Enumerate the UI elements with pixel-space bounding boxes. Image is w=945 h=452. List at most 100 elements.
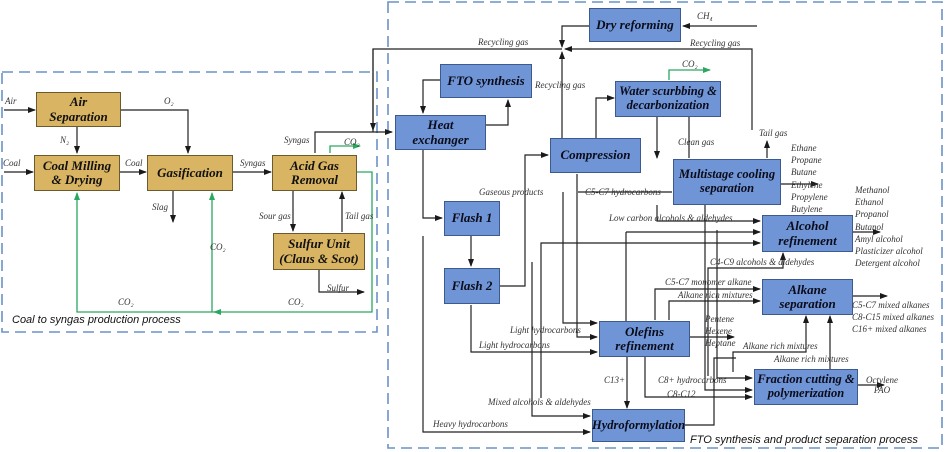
flow-alkane-rich-1 <box>668 298 761 320</box>
co2-water-out <box>668 67 711 80</box>
label-co2-bottom-right: CO₂ <box>288 297 304 307</box>
flow-o2 <box>121 109 191 154</box>
product-item: Ethanol <box>855 197 884 208</box>
flow-heavy-hc <box>422 236 591 435</box>
flow-c5c7-monomer <box>654 286 761 320</box>
flow-light-hc-2 <box>470 305 598 355</box>
co2-loop <box>213 171 373 315</box>
label-air: Air <box>5 96 17 106</box>
label-heavy-hc: Heavy hydrocarbons <box>433 419 508 429</box>
product-item: Butylene <box>791 204 823 215</box>
unit-heat-exchanger: Heat exchanger <box>395 115 486 150</box>
label-ch4: CH₄ <box>697 11 713 21</box>
unit-flash2: Flash 2 <box>444 268 500 304</box>
unit-coal-milling: Coal Milling & Drying <box>34 155 120 191</box>
flow-low-carbon-alcohols <box>656 205 761 224</box>
unit-fraction-cutting: Fraction cutting & polymerization <box>754 369 858 405</box>
label-light-hc-1: Light hydrocarbons <box>510 325 581 335</box>
product-item: C8-C15 mixed alkanes <box>852 312 934 323</box>
fraction-products-list: Octylene PAO <box>866 375 898 395</box>
label-recycling-gas-right: Recycling gas <box>690 38 741 48</box>
product-item: Hexene <box>705 326 732 337</box>
alcohol-products-list: Methanol Ethanol Propanol Butanol Amyl a… <box>855 184 923 269</box>
label-syngas-1: Syngas <box>240 158 266 168</box>
flow-flash2-gaseous <box>500 152 549 287</box>
product-item: Detergent alcohol <box>855 258 920 269</box>
label-c5c7-monomer: C5-C7 monomer alkane <box>665 277 752 287</box>
unit-fto-synthesis: FTO synthesis <box>440 64 532 98</box>
product-item: Propane <box>791 155 822 166</box>
label-syngas-2: Syngas <box>284 135 310 145</box>
product-item: Butanol <box>855 221 884 232</box>
product-item: Plasticizer alcohol <box>855 246 923 257</box>
flow-compression-down <box>576 174 598 340</box>
region-title-fto: FTO synthesis and product separation pro… <box>690 434 918 446</box>
cooling-products-list: Ethane Propane Butane Ethylene Propylene… <box>791 142 828 215</box>
co2-agr-out <box>329 143 361 153</box>
product-item: Propanol <box>855 209 889 220</box>
flow-c8plus <box>716 230 753 381</box>
alkane-products-list: C5-C7 mixed alkanes C8-C15 mixed alkanes… <box>852 299 934 336</box>
flow-alkane-rich-2 <box>732 315 809 372</box>
unit-alkane-separation: Alkane separation <box>762 279 853 315</box>
label-slag: Slag <box>152 202 169 212</box>
region-coal-border <box>1 71 378 333</box>
flow-c8c12 <box>644 357 753 400</box>
product-item: C5-C7 mixed alkanes <box>852 300 930 310</box>
flow-fto-to-heat <box>420 79 440 114</box>
label-low-carbon-alcohols: Low carbon alcohols & aldehydes <box>609 213 733 223</box>
label-recycling-gas-fto: Recycling gas <box>535 80 586 90</box>
flow-dry-reforming-out <box>559 25 589 48</box>
flow-heat-to-fto <box>486 99 511 126</box>
product-item: Butane <box>791 167 817 178</box>
unit-olefins-refinement: Olefins refinement <box>599 321 690 357</box>
flow-cooling-down <box>704 205 753 393</box>
label-alkane-rich-3: Alkane rich mixtures <box>774 354 849 364</box>
product-item: Heptane <box>705 338 736 349</box>
flow-compression-to-water <box>595 95 615 138</box>
flow-hydroformylation-out <box>685 357 736 426</box>
unit-dry-reforming: Dry reforming <box>589 8 681 42</box>
product-item: Ethylene <box>791 179 823 190</box>
unit-flash1: Flash 1 <box>444 201 500 236</box>
label-co2-agr: CO₂ <box>344 137 360 147</box>
flow-heat-to-flash1 <box>422 148 443 221</box>
flow-light-hc-1 <box>562 192 598 326</box>
flow-to-alcohol-3 <box>540 240 761 398</box>
product-item: Ethane <box>791 143 817 153</box>
region-title-coal: Coal to syngas production process <box>12 314 181 326</box>
label-tail-gas: Tail gas <box>759 128 788 138</box>
product-item: Propylene <box>791 191 828 202</box>
label-co2-water: CO₂ <box>682 59 698 69</box>
unit-gasification: Gasification <box>147 155 233 191</box>
label-light-hc-2: Light hydrocarbons <box>479 340 550 350</box>
flow-mixed-alcohols <box>531 262 591 419</box>
label-sulfur: Sulfur <box>327 283 350 293</box>
unit-hydroformylation: Hydroformylation <box>592 409 685 442</box>
unit-acid-gas-removal: Acid Gas Removal <box>272 155 357 191</box>
label-coal-in: Coal <box>3 158 21 168</box>
product-item: PAO <box>873 385 891 395</box>
label-c4c9-alcohols: C4-C9 alcohols & aldehydes <box>710 257 815 267</box>
label-tail-gas-sulfur: Tail gas <box>345 211 374 221</box>
unit-alcohol-refinement: Alcohol refinement <box>762 215 853 252</box>
label-mixed-alcohols: Mixed alcohols & aldehydes <box>488 397 591 407</box>
unit-multistage-cooling: Multistage cooling separation <box>673 159 781 205</box>
product-item: Octylene <box>866 375 898 385</box>
product-item: C16+ mixed alkanes <box>852 324 927 335</box>
label-o2: O₂ <box>164 96 174 106</box>
product-item: Methanol <box>855 185 890 195</box>
label-coal-mid: Coal <box>125 158 143 168</box>
unit-sulfur: Sulfur Unit (Claus & Scot) <box>273 233 365 270</box>
unit-water-scrubbing: Water scurbbing & decarbonization <box>615 81 721 117</box>
label-c5c7-hydrocarbons: C5-C7 hydrocarbons <box>585 187 661 197</box>
flow-syngas-agr <box>314 129 393 153</box>
label-sour-gas: Sour gas <box>259 211 291 221</box>
label-co2-bottom-left: CO₂ <box>118 297 134 307</box>
label-co2-gasification: CO₂ <box>210 242 226 252</box>
label-alkane-rich-1: Alkane rich mixtures <box>678 290 753 300</box>
label-alkane-rich-2: Alkane rich mixtures <box>743 341 818 351</box>
product-item: Amyl alcohol <box>855 233 903 244</box>
flow-c4c9-alcohols <box>707 252 786 376</box>
label-clean-gas: Clean gas <box>678 137 715 147</box>
